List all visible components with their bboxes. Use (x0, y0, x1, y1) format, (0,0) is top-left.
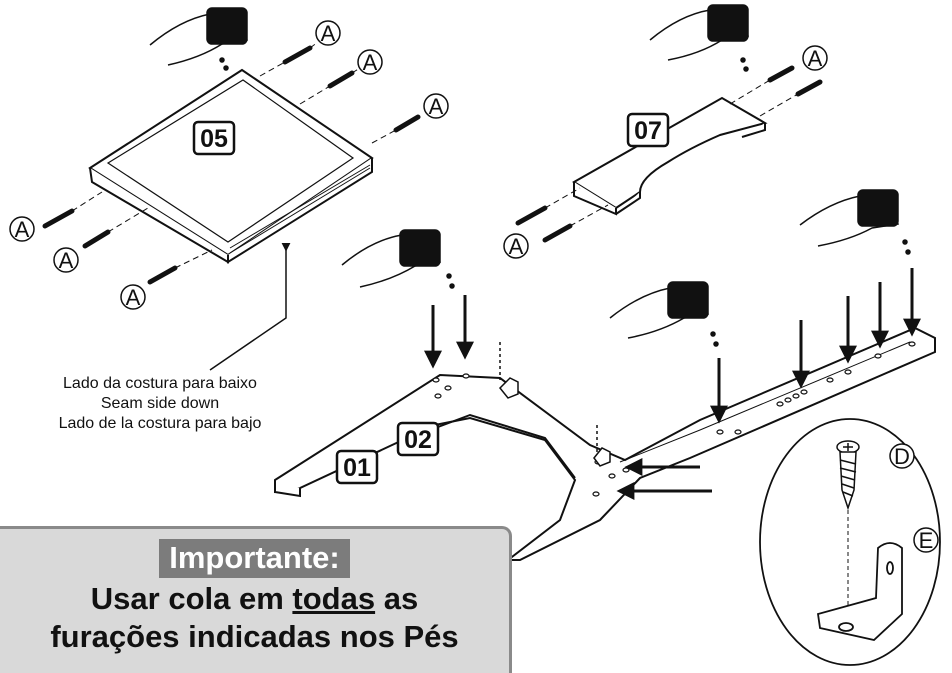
label-a-circle (315, 20, 341, 46)
label-a: A (429, 94, 444, 119)
label-e-circle (913, 527, 939, 553)
part-05-dowels (42, 45, 421, 285)
part-07-dowel-lines (544, 79, 799, 227)
label-a: A (808, 46, 823, 71)
glue-arrows (424, 268, 921, 500)
hand-glue-icon (799, 189, 911, 255)
part-07-box (626, 112, 670, 148)
frame-small-brackets (498, 377, 611, 467)
label-e: E (919, 528, 934, 553)
hand-glue-icon (649, 4, 749, 72)
label-a-circle (423, 93, 449, 119)
important-notice: Importante: Usar cola em todas as furaçõ… (0, 526, 512, 673)
label-a: A (59, 248, 74, 273)
part-07-dowels (515, 65, 823, 243)
label-a: A (509, 234, 524, 259)
part-05-dowel-lines (71, 41, 397, 269)
notice-title: Importante: (159, 539, 350, 578)
notice-line-1-underlined: todas (292, 581, 376, 616)
frame-holes (432, 341, 916, 497)
label-a-circle (802, 45, 828, 71)
label-d: D (894, 444, 910, 469)
angle-bracket-icon (816, 542, 903, 641)
hand-glue-icon (149, 7, 248, 71)
frame-screws (499, 342, 598, 452)
screw-icon (836, 440, 860, 511)
part-05-label: 05 (200, 125, 228, 153)
label-a: A (363, 50, 378, 75)
seam-leader (209, 242, 291, 371)
label-a-circle (120, 284, 146, 310)
caption-es: Lado de la costura para bajo (59, 415, 262, 432)
hand-glue-icon (609, 281, 719, 347)
notice-line-2: furações indicadas nos Pés (50, 619, 459, 654)
part-02-label: 02 (404, 426, 432, 454)
caption-pt: Lado da costura para baixo (63, 375, 257, 392)
label-a-circle (503, 233, 529, 259)
label-a: A (321, 21, 336, 46)
part-02-box (396, 421, 440, 457)
notice-line-1-post: as (375, 581, 419, 616)
label-d-circle (889, 443, 915, 469)
notice-line-1-pre: Usar cola em (90, 581, 293, 616)
notice-line-1: Usar cola em todas as (0, 580, 509, 618)
part-01-box (335, 449, 379, 485)
part-07-label: 07 (634, 117, 662, 145)
part-07-bracket (572, 96, 768, 216)
label-a-circle (9, 216, 35, 242)
label-a: A (15, 217, 30, 242)
part-05-panel (88, 68, 374, 264)
label-a: A (126, 285, 141, 310)
label-a-markers (9, 20, 939, 553)
hardware-detail-circle (759, 418, 941, 666)
part-05-box (192, 120, 236, 156)
label-a-circle (357, 49, 383, 75)
part-01-label: 01 (343, 454, 371, 482)
caption-en: Seam side down (101, 395, 219, 412)
label-a-circle (53, 247, 79, 273)
hand-glue-icon (341, 229, 455, 289)
